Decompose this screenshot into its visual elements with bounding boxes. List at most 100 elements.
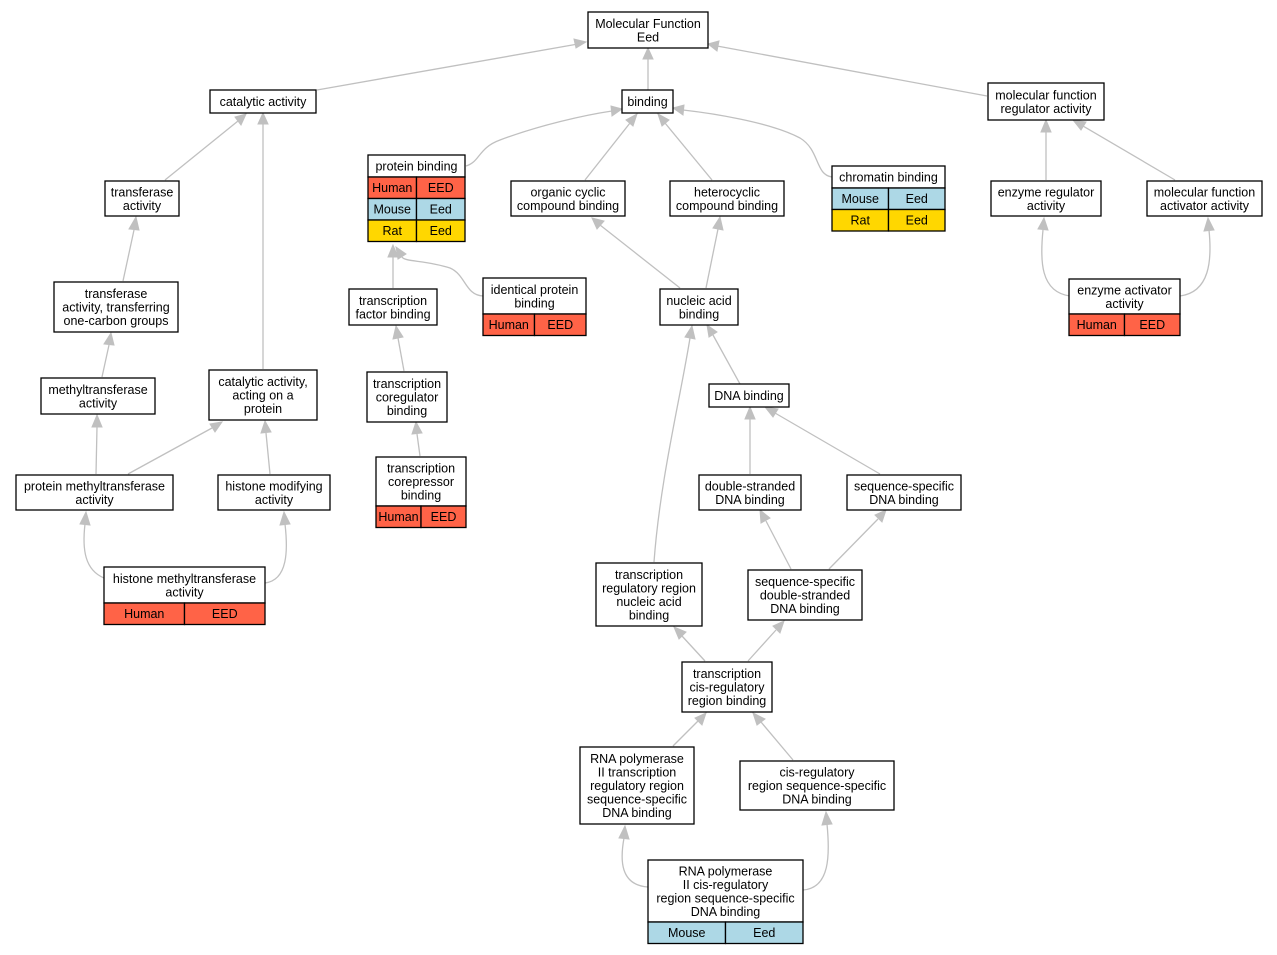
node-label: nucleic acid <box>666 294 731 308</box>
gene-label: Eed <box>430 203 452 217</box>
arrowhead <box>874 509 887 523</box>
node-box <box>647 859 804 923</box>
node-label: acting on a <box>232 389 293 403</box>
node-box <box>747 569 863 621</box>
gene-cell <box>887 208 946 232</box>
edge-transferase-to-catalytic <box>164 120 239 181</box>
node-label: activity <box>1027 199 1066 213</box>
edge-dnabind-to-nucacid <box>712 334 741 385</box>
node-label: activity <box>165 585 204 599</box>
edge-coreg-to-tfbind <box>397 337 405 372</box>
arrowhead <box>128 215 140 231</box>
node-label: activity <box>255 493 294 507</box>
node-label: II transcription <box>598 766 677 780</box>
node-label: transcription <box>373 377 441 391</box>
node-box <box>621 89 674 114</box>
node-binding[interactable]: binding <box>621 89 674 114</box>
node-label: sequence-specific <box>854 479 954 493</box>
node-label: II cis-regulatory <box>683 878 769 892</box>
node-label: chromatin binding <box>839 171 938 185</box>
node-label: molecular function <box>1154 185 1255 199</box>
node-label: cis-regulatory <box>779 766 855 780</box>
node-label: nucleic acid <box>616 595 681 609</box>
gene-label: Eed <box>906 214 928 228</box>
arrowhead <box>763 406 779 418</box>
node-label: binding <box>401 489 441 503</box>
node-box <box>659 288 739 326</box>
gene-label: EED <box>547 318 573 332</box>
node-box <box>348 288 438 326</box>
node-label: double-stranded <box>760 589 850 603</box>
node-label: compound binding <box>517 199 619 213</box>
edge-histmod-to-catprot <box>265 432 271 475</box>
node-label: transcription <box>615 568 683 582</box>
node-label: compound binding <box>676 199 778 213</box>
arrowhead <box>752 712 766 726</box>
arrowhead <box>610 105 624 117</box>
edge-rnapolcis-to-rnapol2 <box>621 837 649 888</box>
arrowhead <box>772 620 785 634</box>
gene-label: Eed <box>430 224 452 238</box>
arrowhead <box>573 38 588 49</box>
node-label: activity <box>123 199 162 213</box>
node-label: region binding <box>688 694 767 708</box>
edge-chromatin-to-binding <box>682 109 833 178</box>
species-label: Mouse <box>373 203 411 217</box>
arrowhead <box>618 824 630 840</box>
node-label: binding <box>514 296 554 310</box>
node-box <box>587 11 709 49</box>
gene-cell <box>183 602 266 626</box>
node-label: transcription <box>387 462 455 476</box>
node-box <box>40 377 156 415</box>
node-catalytic[interactable]: catalytic activity <box>209 89 317 114</box>
node-dnabind[interactable]: DNA binding <box>708 383 790 408</box>
species-label: Rat <box>851 214 871 228</box>
edge-mfact-to-mfreg <box>1082 125 1176 181</box>
arrowhead <box>1040 118 1052 133</box>
arrowhead <box>642 46 654 60</box>
edge-nucacid-to-orgcyc <box>599 224 681 289</box>
node-label: activity, transferring <box>62 301 169 315</box>
node-box <box>579 746 695 825</box>
arrowhead <box>209 421 224 433</box>
arrowhead <box>625 112 638 127</box>
node-box <box>53 281 179 333</box>
edge-seqds-to-seqspec <box>828 518 879 570</box>
node-box <box>846 474 962 511</box>
arrowhead <box>671 104 685 116</box>
edge-enzact-to-enzreg <box>1041 229 1071 297</box>
node-label: region sequence-specific <box>656 891 794 905</box>
node-label: activity <box>1105 297 1144 311</box>
node-label: cis-regulatory <box>689 681 765 695</box>
